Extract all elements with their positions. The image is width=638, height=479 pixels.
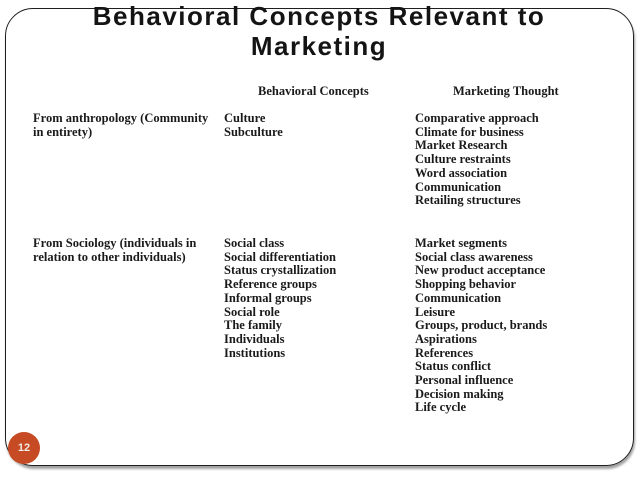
column-header-spacer — [33, 85, 224, 112]
page-title: Behavioral Concepts Relevant to Marketin… — [92, 1, 546, 61]
column-header-marketing-thought: Marketing Thought — [453, 84, 559, 98]
row-marketing-thought: Market segments Social class awareness N… — [415, 236, 548, 415]
row-behavioral-concepts: Social class Social differentiation Stat… — [224, 236, 337, 360]
row-behavioral-concepts: Culture Subculture — [224, 111, 283, 139]
slide-border — [5, 8, 634, 466]
column-header-behavioral-concepts: Behavioral Concepts — [258, 84, 369, 98]
row-source: From anthropology (Community in entirety… — [33, 111, 209, 139]
concepts-table: Behavioral Concepts Marketing Thought Fr… — [33, 84, 619, 415]
page-number-badge: 12 — [8, 432, 40, 464]
row-marketing-thought: Comparative approach Climate for busines… — [415, 111, 539, 208]
page-number: 12 — [17, 442, 31, 454]
row-source: From Sociology (individuals in relation … — [33, 236, 197, 264]
